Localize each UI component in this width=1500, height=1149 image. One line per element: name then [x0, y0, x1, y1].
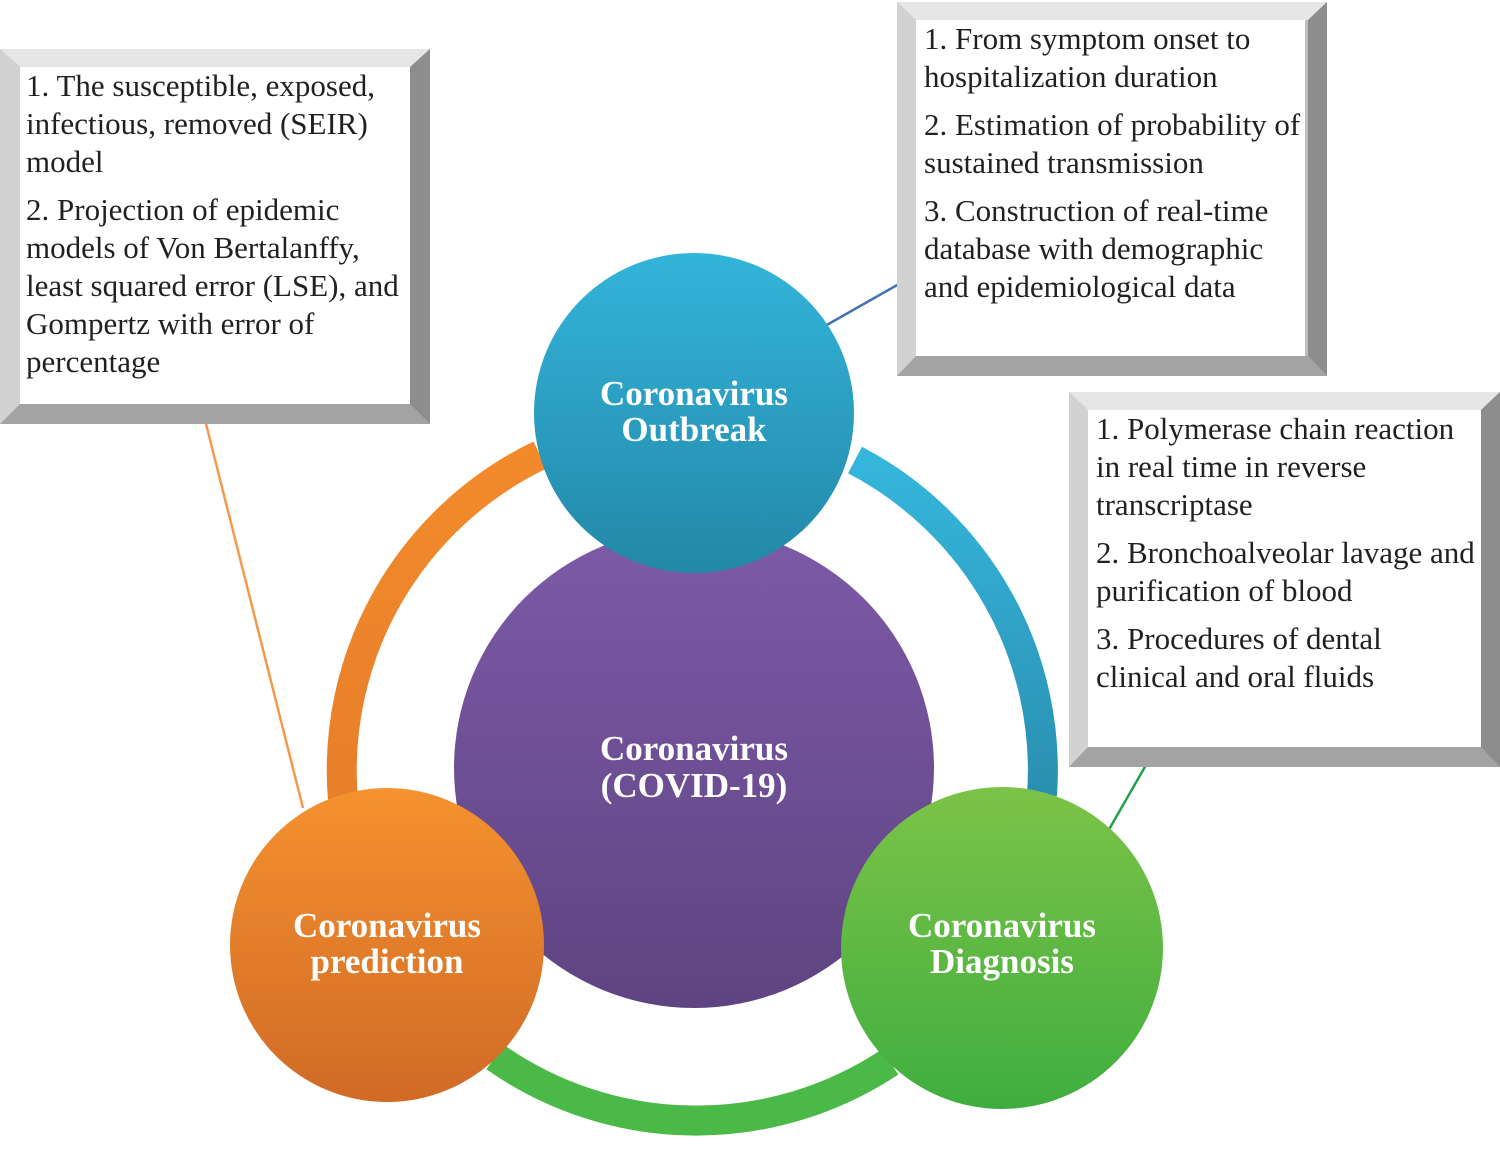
diagnosis-methods-box: 1. Polymerase chain reaction in real tim…: [1069, 392, 1500, 767]
ring-arc-orange: [326, 441, 547, 802]
outbreak-methods-box: 1. From symptom onset to hospitalization…: [897, 2, 1327, 376]
diagnosis-item-1: 1. Polymerase chain reaction in real tim…: [1096, 411, 1455, 522]
center-label-line1: Coronavirus: [600, 729, 788, 768]
prediction-circle: [230, 788, 544, 1102]
center-label-line2: (COVID-19): [601, 766, 788, 805]
outbreak-label-line1: Coronavirus: [600, 374, 788, 413]
diagnosis-item-2: 2. Bronchoalveolar lavage and purificati…: [1096, 535, 1475, 608]
diagnosis-circle: [841, 787, 1163, 1109]
prediction-item-2: 2. Projection of epidemic models of Von …: [26, 192, 399, 379]
center-circle: [454, 528, 934, 1008]
prediction-item-1: 1. The susceptible, exposed, infectious,…: [26, 68, 375, 179]
diagnosis-label-line1: Coronavirus: [908, 906, 1096, 945]
connector-diagnosis: [1105, 764, 1148, 834]
diagnosis-item-3: 3. Procedures of dental clinical and ora…: [1096, 621, 1382, 694]
ring-arc-blue: [848, 446, 1058, 797]
prediction-label-line1: Coronavirus: [293, 906, 481, 945]
outbreak-item-2: 2. Estimation of probability of sustaine…: [924, 107, 1301, 180]
outbreak-item-3: 3. Construction of real-time database wi…: [924, 193, 1269, 304]
outbreak-label-line2: Outbreak: [621, 410, 767, 449]
ring-arc-green: [486, 1044, 899, 1136]
prediction-label-line2: prediction: [311, 942, 464, 981]
outbreak-item-1: 1. From symptom onset to hospitalization…: [924, 21, 1251, 94]
connector-prediction: [201, 411, 305, 809]
diagnosis-label-line2: Diagnosis: [930, 942, 1074, 981]
prediction-methods-box: 1. The susceptible, exposed, infectious,…: [0, 49, 430, 424]
outbreak-circle: [534, 253, 854, 573]
